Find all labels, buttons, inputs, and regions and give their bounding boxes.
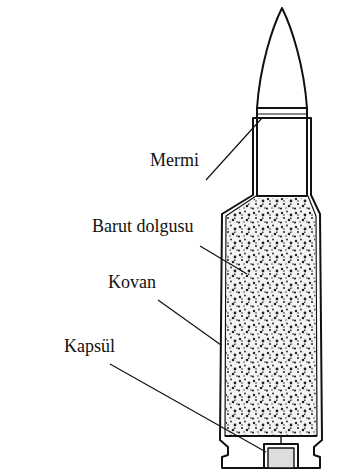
cartridge-case [220, 118, 322, 468]
leader-line [158, 300, 221, 345]
case-inner-wall [225, 196, 317, 436]
primer-pocket [264, 444, 298, 468]
bullet [257, 8, 307, 196]
part-label: Barut dolgusu [92, 216, 194, 238]
powder-charge [226, 198, 316, 435]
primer [268, 448, 294, 468]
part-label: Mermi [150, 150, 199, 172]
flash-hole [280, 436, 281, 444]
leader-line [200, 246, 247, 274]
leader-line [206, 118, 262, 180]
bullet-groove [258, 114, 306, 115]
part-label: Kapsül [64, 336, 115, 358]
bullet-groove [257, 107, 307, 109]
part-label: Kovan [108, 272, 156, 294]
leader-line [110, 364, 266, 452]
